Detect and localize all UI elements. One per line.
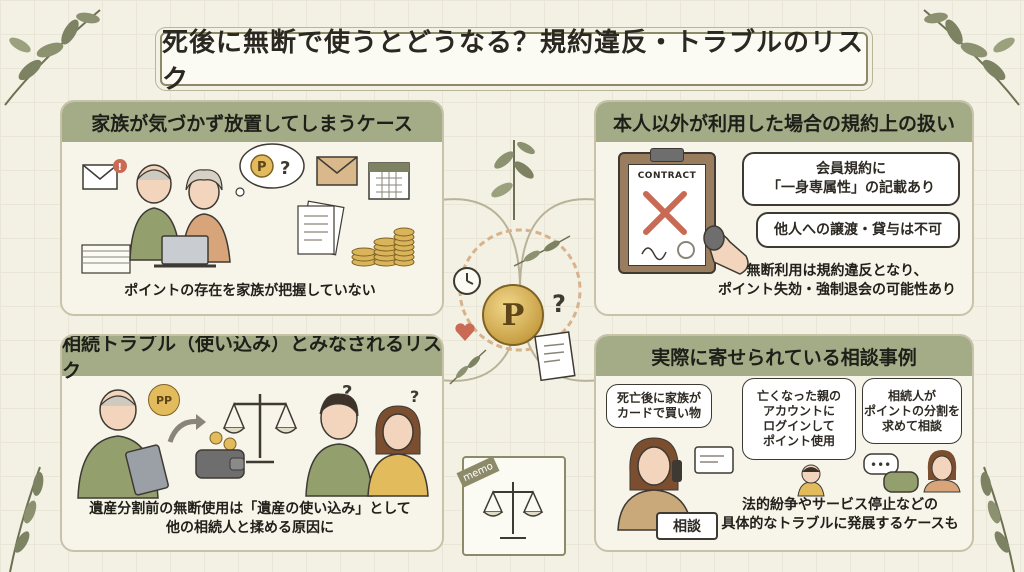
heart-icon xyxy=(455,323,475,341)
leaf-branch-top-left-icon xyxy=(4,9,101,106)
page-title: 死後に無断で使うとどうなる？規約違反・トラブルのリスク xyxy=(162,28,865,95)
leaf-branch-bottom-left-icon xyxy=(9,466,44,572)
bubble-case-card-purchase: 死亡後に家族が カードで買い物 xyxy=(606,384,712,428)
scale-icon xyxy=(482,482,544,539)
wallet-coins-icon xyxy=(195,431,245,479)
balance-scale-icon xyxy=(222,394,298,464)
worried-man-icon xyxy=(305,393,373,497)
center-plant-icon xyxy=(491,140,535,220)
bubble-case-heir-division: 相続人が ポイントの分割を 求めて相談 xyxy=(862,378,962,444)
question-marks-icon: ? ? xyxy=(342,382,419,406)
caption-rules: 無断利用は規約違反となり、 ポイント失効・強制退会の可能性あり xyxy=(718,263,956,298)
branch-leaf-icon xyxy=(449,349,487,385)
worried-woman-icon xyxy=(367,405,429,497)
woman-avatar-icon xyxy=(923,450,961,493)
title-banner: 死後に無断で使うとどうなる？規約違反・トラブルのリスク xyxy=(160,28,868,95)
svg-text:!: ! xyxy=(118,162,123,173)
red-x-mark-icon xyxy=(643,191,687,235)
consultation-label: 相談 xyxy=(656,512,718,540)
svg-text:•••: ••• xyxy=(870,458,891,472)
svg-text:?: ? xyxy=(410,387,419,406)
calendar-icon xyxy=(368,162,410,200)
clipboard-contract: CONTRACT xyxy=(618,148,716,274)
coin-letter: P xyxy=(501,297,525,333)
contract-label: CONTRACT xyxy=(637,171,697,181)
question-mark-icon: ? xyxy=(552,290,566,318)
svg-text:P: P xyxy=(257,160,267,175)
center-point-coin: P xyxy=(482,284,544,346)
panel-heading-cases: 実際に寄せられている相談事例 xyxy=(596,336,972,376)
panel-family-neglect: 家族が気づかず放置してしまうケース xyxy=(60,100,444,316)
clock-icon xyxy=(453,267,481,295)
leaf-branch-top-right-icon xyxy=(923,9,1020,106)
panel-heading-inheritance: 相続トラブル（使い込み）とみなされるリスク xyxy=(62,334,443,382)
envelope-icon xyxy=(316,156,358,186)
coin-stacks-icon xyxy=(351,227,415,267)
envelope-alert-icon: ! xyxy=(82,159,127,190)
document-icon xyxy=(534,331,576,382)
bubble-case-account-login: 亡くなった親の アカウントに ログインして ポイント使用 xyxy=(742,378,856,460)
panel-heading-family: 家族が気づかず放置してしまうケース xyxy=(62,102,442,142)
bubble-membership-terms: 会員規約に 「一身専属性」の記載あり xyxy=(742,152,960,206)
elderly-couple-laptop-icon xyxy=(81,164,231,274)
leaf-branch-bottom-right-icon xyxy=(980,466,1015,572)
svg-text:?: ? xyxy=(280,158,290,179)
device-screen-icon xyxy=(694,446,734,474)
curved-arrow-icon xyxy=(167,414,206,443)
elderly-man-tablet-icon xyxy=(77,389,169,499)
pp-coin-bubble: PP xyxy=(148,384,180,416)
hand-pointer-icon xyxy=(703,225,749,275)
papers-icon xyxy=(297,200,345,256)
signature-stamp-icon xyxy=(641,241,695,261)
child-icon xyxy=(797,464,825,497)
thought-bubble-point-icon: P ? xyxy=(235,143,305,197)
bubble-no-transfer: 他人への譲渡・貸与は不可 xyxy=(756,212,960,248)
bottom-leaf-icon xyxy=(513,235,571,267)
chat-bubbles-icon: ••• xyxy=(863,453,919,493)
caption-inheritance: 遺産分割前の無断使用は「遺産の使い込み」として 他の相続人と揉める原因に xyxy=(89,501,411,536)
caption-family: ポイントの存在を家族が把握していない xyxy=(124,283,376,299)
caption-cases: 法的紛争やサービス停止などの 具体的なトラブルに発展するケースも xyxy=(721,497,959,532)
svg-text:?: ? xyxy=(342,382,352,403)
svg-text:?: ? xyxy=(552,290,566,318)
panel-heading-rules: 本人以外が利用した場合の規約上の扱い xyxy=(596,102,972,142)
